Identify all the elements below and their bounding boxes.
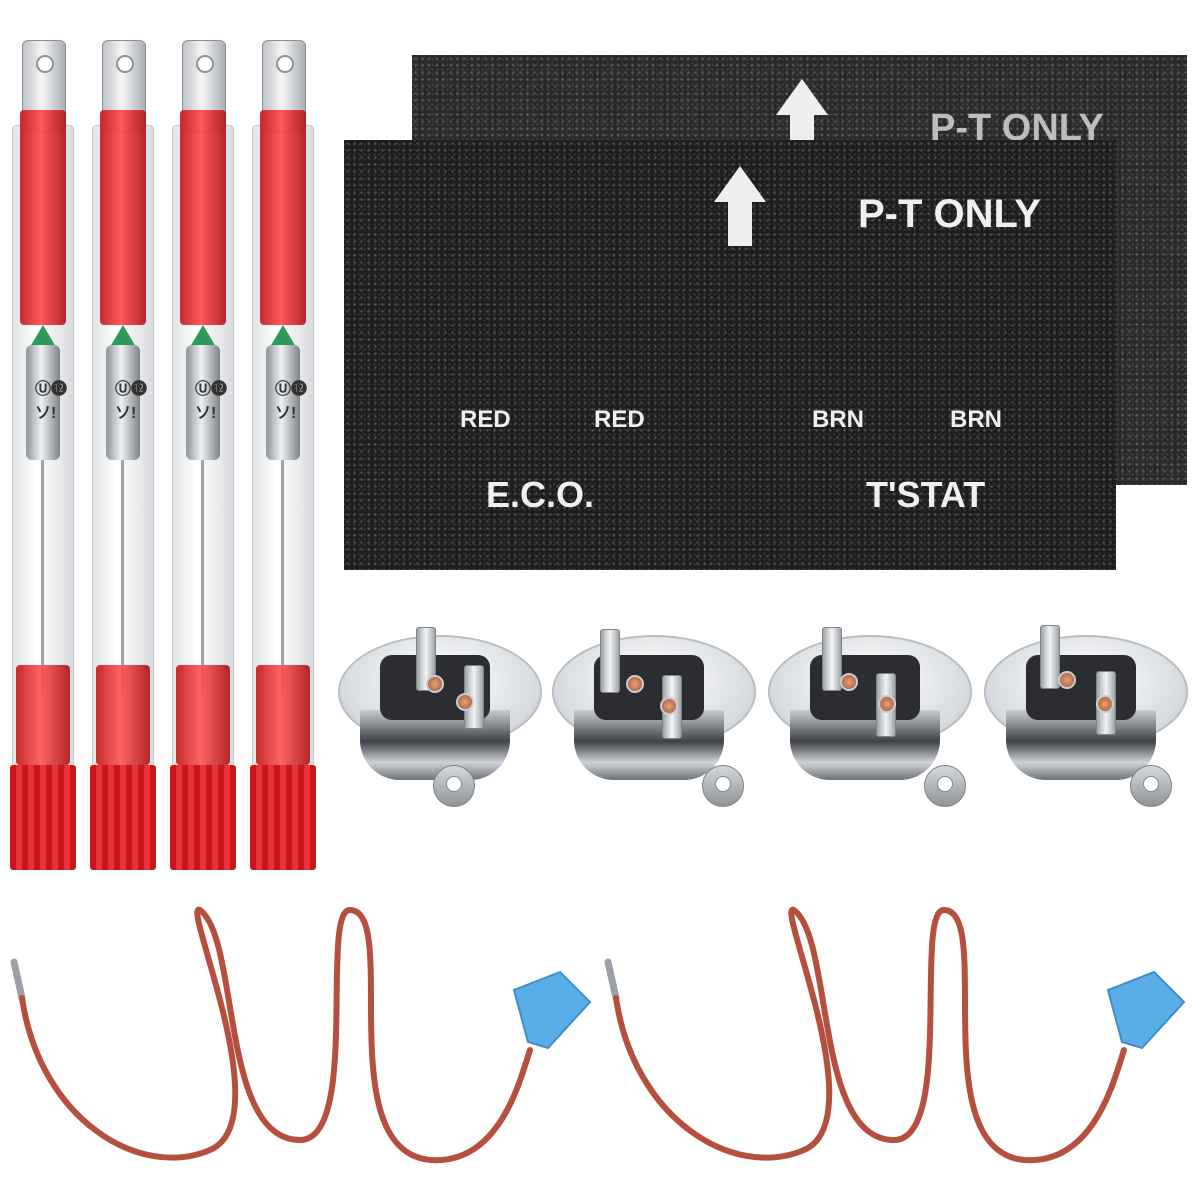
- foam-card-front: P-T ONLY RED RED BRN BRN E.C.O. T'STAT: [344, 140, 1116, 570]
- fuse-marking: Ⓤ⓬ ソ!: [195, 381, 228, 422]
- eco-label: E.C.O.: [486, 474, 595, 515]
- connector-icon: [1106, 970, 1186, 1050]
- fuse-marking: Ⓤ⓬ ソ!: [35, 381, 68, 422]
- thermostat: [338, 615, 548, 815]
- thermostat: [768, 615, 978, 815]
- card-front-title: P-T ONLY: [858, 192, 1041, 236]
- wire-lead: [604, 906, 1186, 1164]
- terminal-label-red-1: RED: [460, 406, 511, 433]
- fuse-marking: Ⓤ⓬ ソ!: [115, 381, 148, 422]
- connector-icon: [512, 970, 592, 1050]
- up-arrow-icon: [714, 166, 766, 202]
- wire-leads: [10, 906, 1186, 1164]
- thermal-fuse: Ⓤ⓬ ソ!: [10, 40, 76, 870]
- thermostat: [984, 615, 1194, 815]
- wire-lead: [10, 906, 592, 1164]
- fuse-marking: Ⓤ⓬ ソ!: [275, 381, 308, 422]
- thermal-fuse: Ⓤ⓬ ソ!: [250, 40, 316, 870]
- terminal-label-red-2: RED: [594, 406, 645, 433]
- up-arrow-icon: [776, 79, 828, 115]
- thermostat: [552, 615, 762, 815]
- tstat-label: T'STAT: [866, 474, 986, 515]
- thermal-fuse: Ⓤ⓬ ソ!: [90, 40, 156, 870]
- terminal-label-brn-2: BRN: [950, 406, 1002, 433]
- thermal-fuse: Ⓤ⓬ ソ!: [170, 40, 236, 870]
- terminal-label-brn-1: BRN: [812, 406, 864, 433]
